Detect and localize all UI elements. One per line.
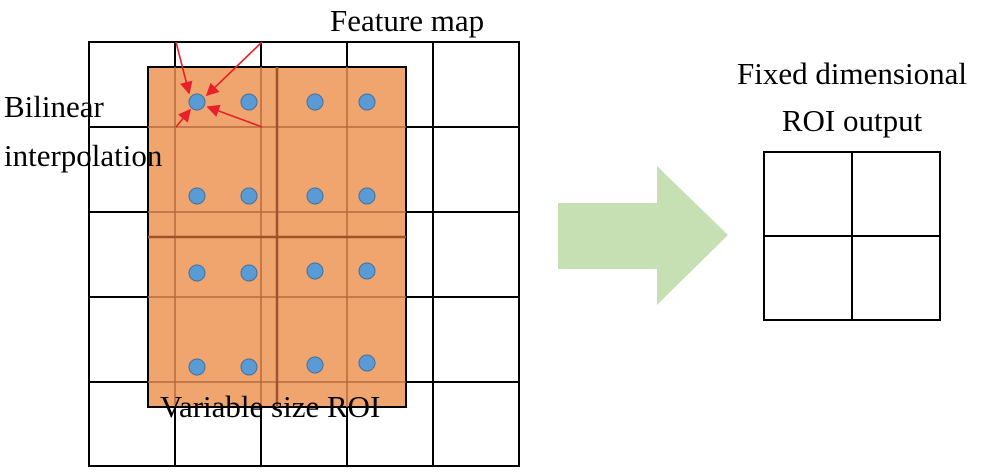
sample-point bbox=[358, 354, 376, 372]
roi-label: Variable size ROI bbox=[160, 389, 380, 424]
interpolation-arrow bbox=[205, 41, 263, 97]
interpolation-arrow bbox=[206, 104, 263, 128]
sample-points bbox=[188, 93, 376, 376]
sample-point bbox=[188, 93, 206, 111]
sample-point bbox=[188, 358, 206, 376]
sample-point bbox=[358, 93, 376, 111]
interpolation-arrow bbox=[175, 41, 193, 95]
sample-point bbox=[240, 93, 258, 111]
interpolation-arrows bbox=[175, 41, 263, 128]
transform-arrow bbox=[558, 166, 728, 305]
sample-point bbox=[358, 262, 376, 280]
sample-point bbox=[358, 187, 376, 205]
sample-point bbox=[188, 187, 206, 205]
interpolation-arrow bbox=[175, 108, 192, 128]
sample-point bbox=[188, 264, 206, 282]
sample-point bbox=[240, 358, 258, 376]
feature-map-label: Feature map bbox=[330, 3, 484, 38]
sample-point bbox=[306, 187, 324, 205]
sample-point bbox=[306, 356, 324, 374]
roi-region bbox=[147, 66, 407, 408]
sample-point bbox=[240, 264, 258, 282]
output-label-line1: Fixed dimensional bbox=[737, 56, 967, 91]
output-grid bbox=[763, 151, 941, 321]
sample-point bbox=[306, 262, 324, 280]
bilinear-label-line2: interpolation bbox=[4, 138, 163, 173]
output-label-line2: ROI output bbox=[782, 103, 923, 138]
sample-point bbox=[306, 93, 324, 111]
bilinear-label-line1: Bilinear bbox=[4, 89, 105, 124]
sample-point bbox=[240, 187, 258, 205]
